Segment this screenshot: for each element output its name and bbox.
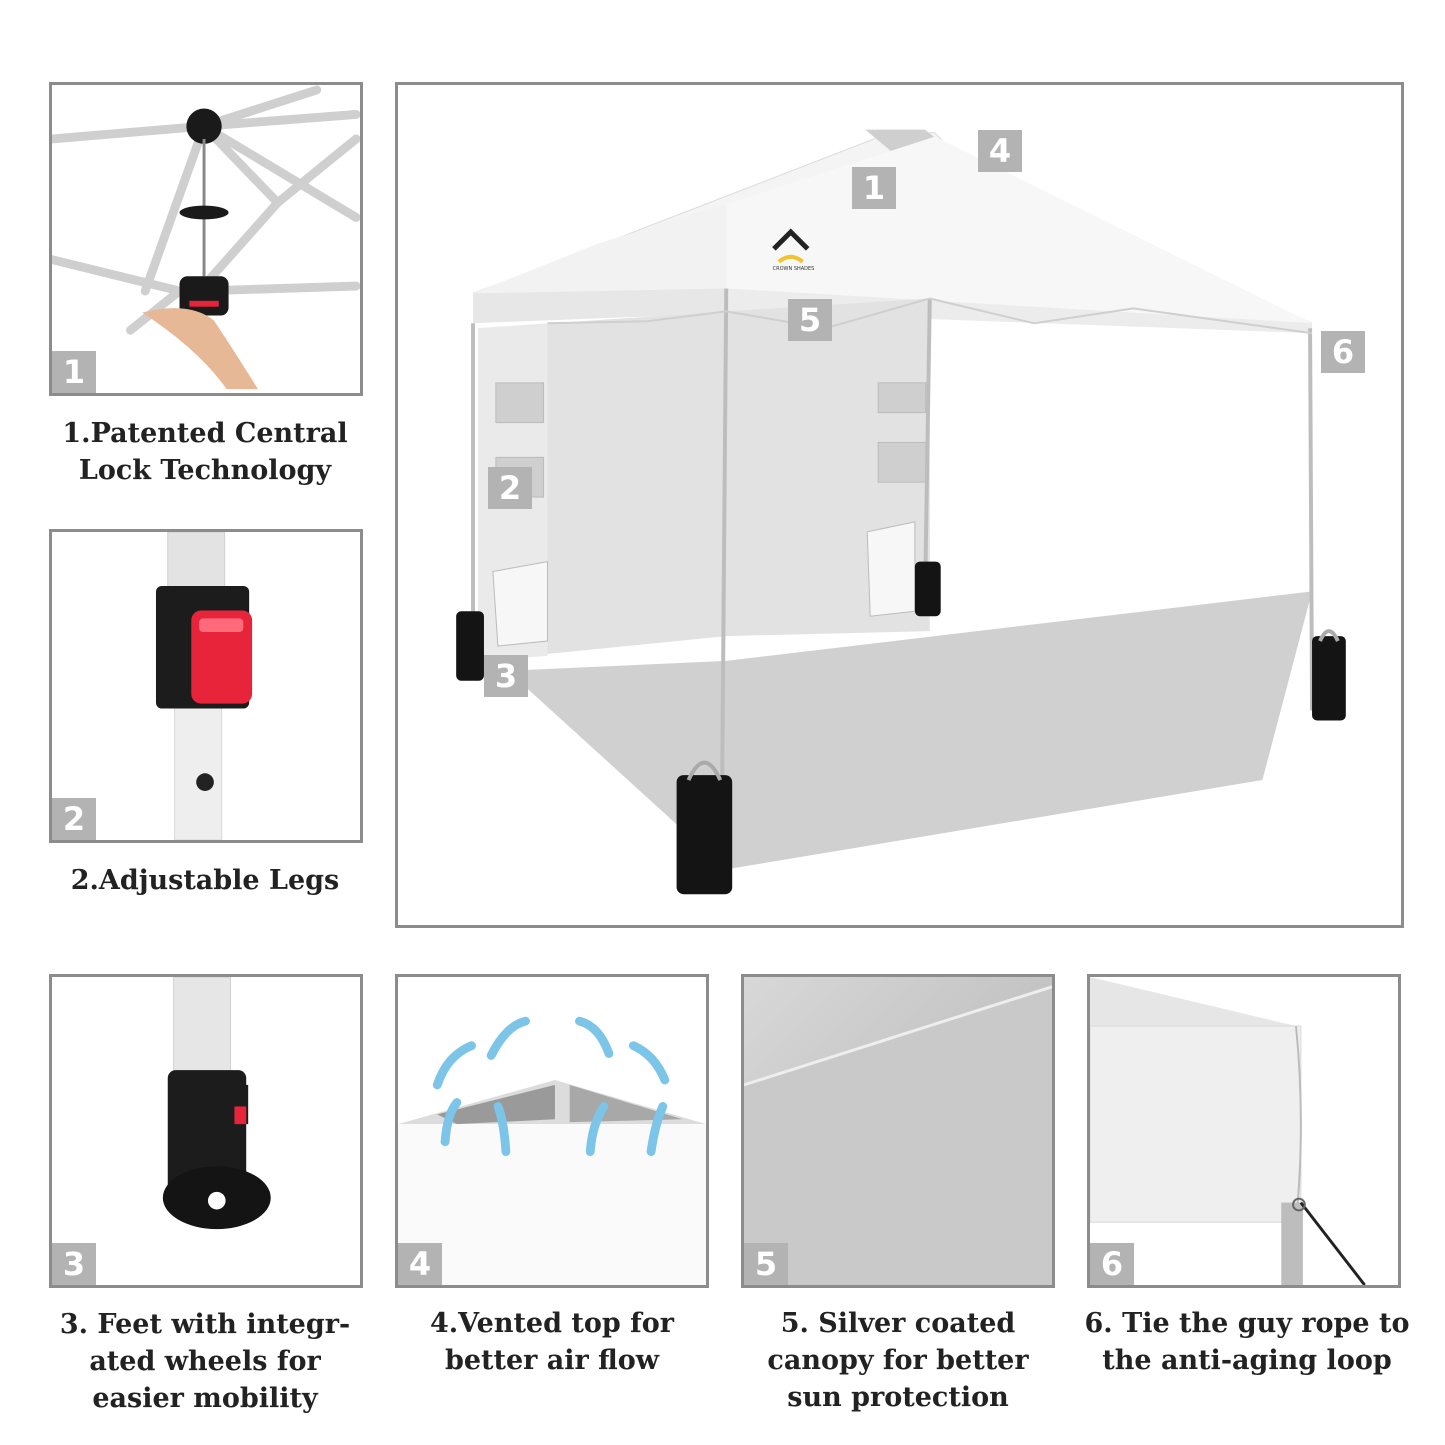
badge-6: 6 [1090,1243,1134,1285]
caption-2: 2.Adjustable Legs [70,865,340,896]
main-badge-4: 4 [978,130,1022,172]
panel-silver-coating: 5 [741,974,1055,1288]
adjustable-leg-illustration [155,532,253,840]
panel-central-lock: 1 [49,82,363,396]
main-badge-6: 6 [1321,331,1365,373]
main-badge-2: 2 [488,467,532,509]
badge-2: 2 [52,798,96,840]
fabric-illustration [744,977,1052,1285]
caption-3: 3. Feet with integr- ated wheels for eas… [59,1309,351,1414]
caption-6: 6. Tie the guy rope to the anti-aging lo… [1084,1308,1410,1376]
wheel-foot-illustration [162,977,271,1230]
badge-5: 5 [744,1243,788,1285]
canopy-illustration [456,129,1346,895]
main-badge-3: 3 [484,655,528,697]
main-badge-1: 1 [852,167,896,209]
panel-guy-rope: 6 [1087,974,1401,1288]
guy-rope-illustration [1090,977,1366,1285]
airflow-arrow-icon [432,1016,670,1157]
badge-4: 4 [398,1243,442,1285]
panel-vented-top: 4 [395,974,709,1288]
brand-label: CROWN SHADES [772,266,815,272]
panel-adjustable-legs: 2 [49,529,363,843]
caption-1: 1.Patented Central Lock Technology [62,418,348,486]
main-badge-5: 5 [788,299,832,341]
central-lock-illustration [52,85,360,390]
vented-top-illustration [398,1016,706,1285]
panel-wheels: 3 [49,974,363,1288]
caption-5: 5. Silver coated canopy for better sun p… [767,1308,1029,1413]
badge-3: 3 [52,1243,96,1285]
badge-1: 1 [52,351,96,393]
panel-main-canopy: 1 2 3 4 5 6 CROWN SHADES [395,82,1404,928]
caption-4: 4.Vented top for better air flow [429,1308,674,1376]
